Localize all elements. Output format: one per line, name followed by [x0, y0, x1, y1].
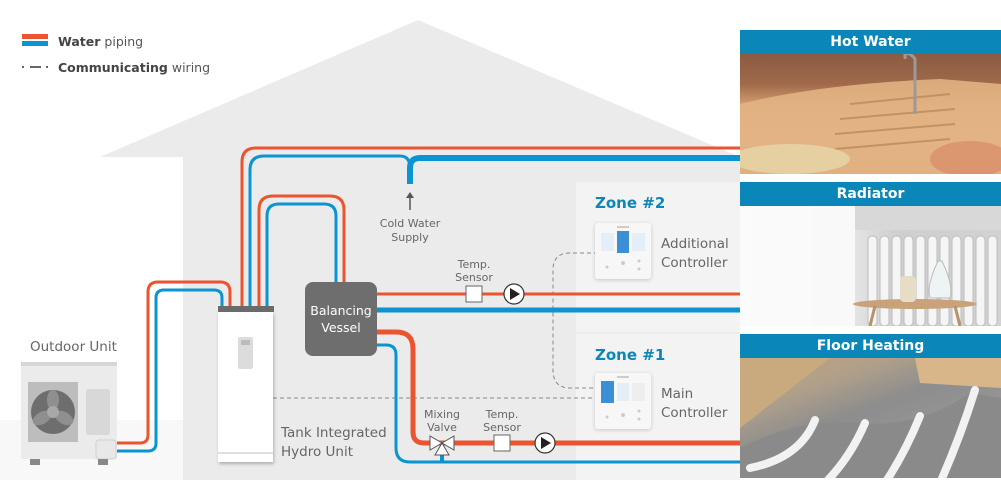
- additional-controller-line1: Additional: [661, 236, 729, 252]
- pump-icon-zone-2: [503, 283, 525, 305]
- radiator-card: Radiator: [740, 182, 1001, 326]
- temp-sensor-zone-2-label: Temp. Sensor: [448, 258, 500, 284]
- pump-icon-zone-1: [534, 432, 556, 454]
- cold-water-supply-label: Cold Water Supply: [372, 217, 448, 245]
- additional-controller-label: Additional Controller: [661, 235, 729, 273]
- legend-water-rest: piping: [104, 33, 144, 49]
- floor-heating-card: Floor Heating: [740, 334, 1001, 478]
- outdoor-unit-label: Outdoor Unit: [30, 339, 117, 355]
- temp-sensor-zone-1-label: Temp. Sensor: [476, 408, 528, 434]
- floor-heating-title: Floor Heating: [740, 334, 1001, 358]
- wiring-swatch-icon: [22, 66, 48, 68]
- legend-wiring-rest: wiring: [171, 59, 211, 75]
- legend-wiring-bold: Communicating: [58, 59, 168, 75]
- hot-water-image: [740, 54, 1001, 174]
- controller-screen-icon: [601, 376, 645, 421]
- balancing-vessel-line2: Vessel: [321, 320, 361, 335]
- hydro-unit: [218, 306, 274, 462]
- bathtub-illustration: [740, 54, 1001, 174]
- main-controller-line1: Main: [661, 386, 694, 402]
- floor-heating-illustration: [740, 358, 1001, 478]
- temp-sensor-line1: Temp.: [485, 408, 519, 421]
- temp-sensor-line2: Sensor: [455, 271, 493, 284]
- legend-water-piping: Water piping: [22, 28, 210, 54]
- radiator-title: Radiator: [740, 182, 1001, 206]
- hot-water-title: Hot Water: [740, 30, 1001, 54]
- main-controller-line2: Controller: [661, 405, 728, 421]
- hydro-unit-label-line2: Hydro Unit: [281, 444, 353, 460]
- cold-water-line1: Cold Water: [379, 217, 441, 230]
- cold-water-line2: Supply: [391, 231, 429, 244]
- cold-water-arrow: [406, 192, 414, 210]
- temp-sensor-zone-2: [465, 285, 483, 303]
- balancing-vessel: Balancing Vessel: [305, 282, 377, 356]
- zone-2-pipes: [377, 292, 740, 313]
- mixing-valve-icon: [429, 435, 455, 456]
- radiator-image: [740, 206, 1001, 326]
- outdoor-unit: [21, 362, 117, 465]
- temp-sensor-line2: Sensor: [483, 421, 521, 434]
- hot-water-pipes: [240, 146, 740, 308]
- mixing-valve-line2: Valve: [427, 421, 457, 434]
- mixing-valve-line1: Mixing: [423, 408, 461, 421]
- additional-controller-device: [595, 223, 651, 279]
- floor-heating-image: [740, 358, 1001, 478]
- hydro-unit-label-line1: Tank Integrated: [281, 425, 387, 441]
- main-controller-device: [595, 373, 651, 429]
- legend: Water piping Communicating wiring: [22, 28, 210, 80]
- outdoor-pipes: [117, 280, 232, 453]
- water-piping-swatch-icon: [22, 34, 48, 48]
- radiator-illustration: [740, 206, 1001, 326]
- legend-communicating-wiring: Communicating wiring: [22, 54, 210, 80]
- controller-screen-icon: [601, 226, 645, 271]
- balancing-vessel-line1: Balancing: [310, 303, 372, 318]
- communicating-wiring: [245, 252, 600, 399]
- mixing-valve-label: Mixing Valve: [416, 408, 468, 434]
- main-controller-label: Main Controller: [661, 385, 727, 423]
- additional-controller-line2: Controller: [661, 255, 728, 271]
- hydro-unit-label: Tank Integrated Hydro Unit: [281, 424, 387, 462]
- temp-sensor-line1: Temp.: [457, 258, 491, 271]
- legend-water-bold: Water: [58, 33, 101, 49]
- hot-water-card: Hot Water: [740, 30, 1001, 174]
- zone-2-title: Zone #2: [595, 194, 666, 212]
- temp-sensor-zone-1: [493, 434, 511, 452]
- zone-1-title: Zone #1: [595, 346, 666, 364]
- vessel-pipes: [257, 194, 346, 308]
